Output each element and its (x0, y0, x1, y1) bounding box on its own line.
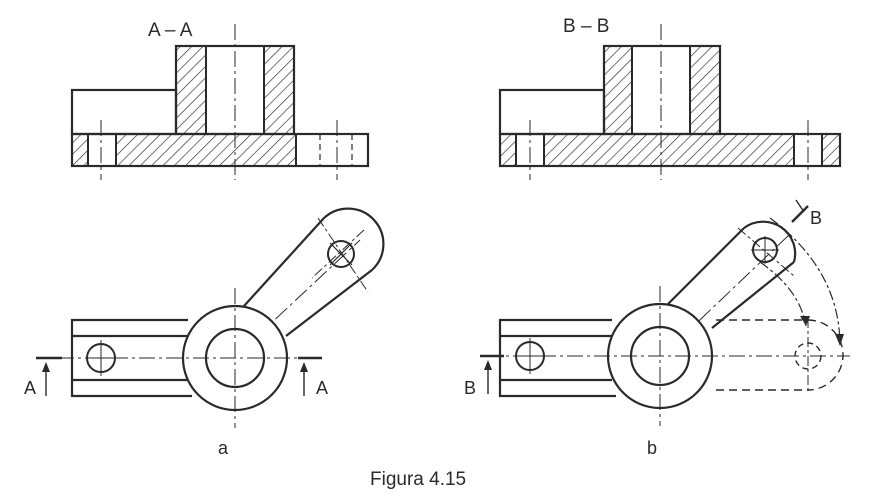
hatch-b-base (544, 134, 794, 166)
left-block-b (498, 318, 616, 398)
section-a-base (70, 132, 370, 168)
hatch-b-boss-left (604, 46, 632, 134)
rotation-arc-inner (759, 261, 807, 327)
hatch-a-boss-right (264, 46, 294, 134)
plan-view-a: A A a (24, 207, 385, 458)
cut-label-b: B (464, 378, 476, 398)
hatch-a-base (116, 134, 296, 166)
hatch-a-left-strip (72, 134, 88, 166)
hatch-a-boss-left (176, 46, 206, 134)
cut-label-b-rotated: B (810, 208, 822, 228)
lug-a-outline (323, 207, 385, 271)
cut-label-a-left: A (24, 378, 36, 398)
revolved-lug-outline (807, 319, 844, 391)
caption-b: b (647, 438, 657, 458)
arm-a-edge-lower (285, 269, 373, 337)
section-b-left-block (498, 88, 606, 136)
hatch-b-left-strip (500, 134, 516, 166)
arm-a-edge-upper (243, 217, 325, 307)
lug-a-hole (327, 240, 355, 268)
lug-b-outline (743, 220, 797, 263)
section-b-title: B – B (563, 16, 609, 37)
rotation-arc-outer (769, 217, 841, 347)
arm-b-edge-lower (711, 261, 795, 329)
plan-view-b: B B b (464, 199, 850, 458)
hatch-b-right-strip (822, 134, 840, 166)
cut-label-a-right: A (316, 378, 328, 398)
section-a-title: A – A (148, 20, 193, 41)
arm-b-edge-upper (667, 227, 745, 305)
section-b-base (498, 132, 842, 168)
hatch-b-boss-right (690, 46, 720, 134)
section-view-a: A – A (70, 20, 370, 180)
section-view-b: B – B (498, 16, 842, 180)
cut-plane-b-rotated (791, 205, 809, 223)
section-a-left-block (70, 88, 178, 136)
figure-caption: Figura 4.15 (370, 469, 466, 490)
caption-a: a (218, 438, 229, 458)
